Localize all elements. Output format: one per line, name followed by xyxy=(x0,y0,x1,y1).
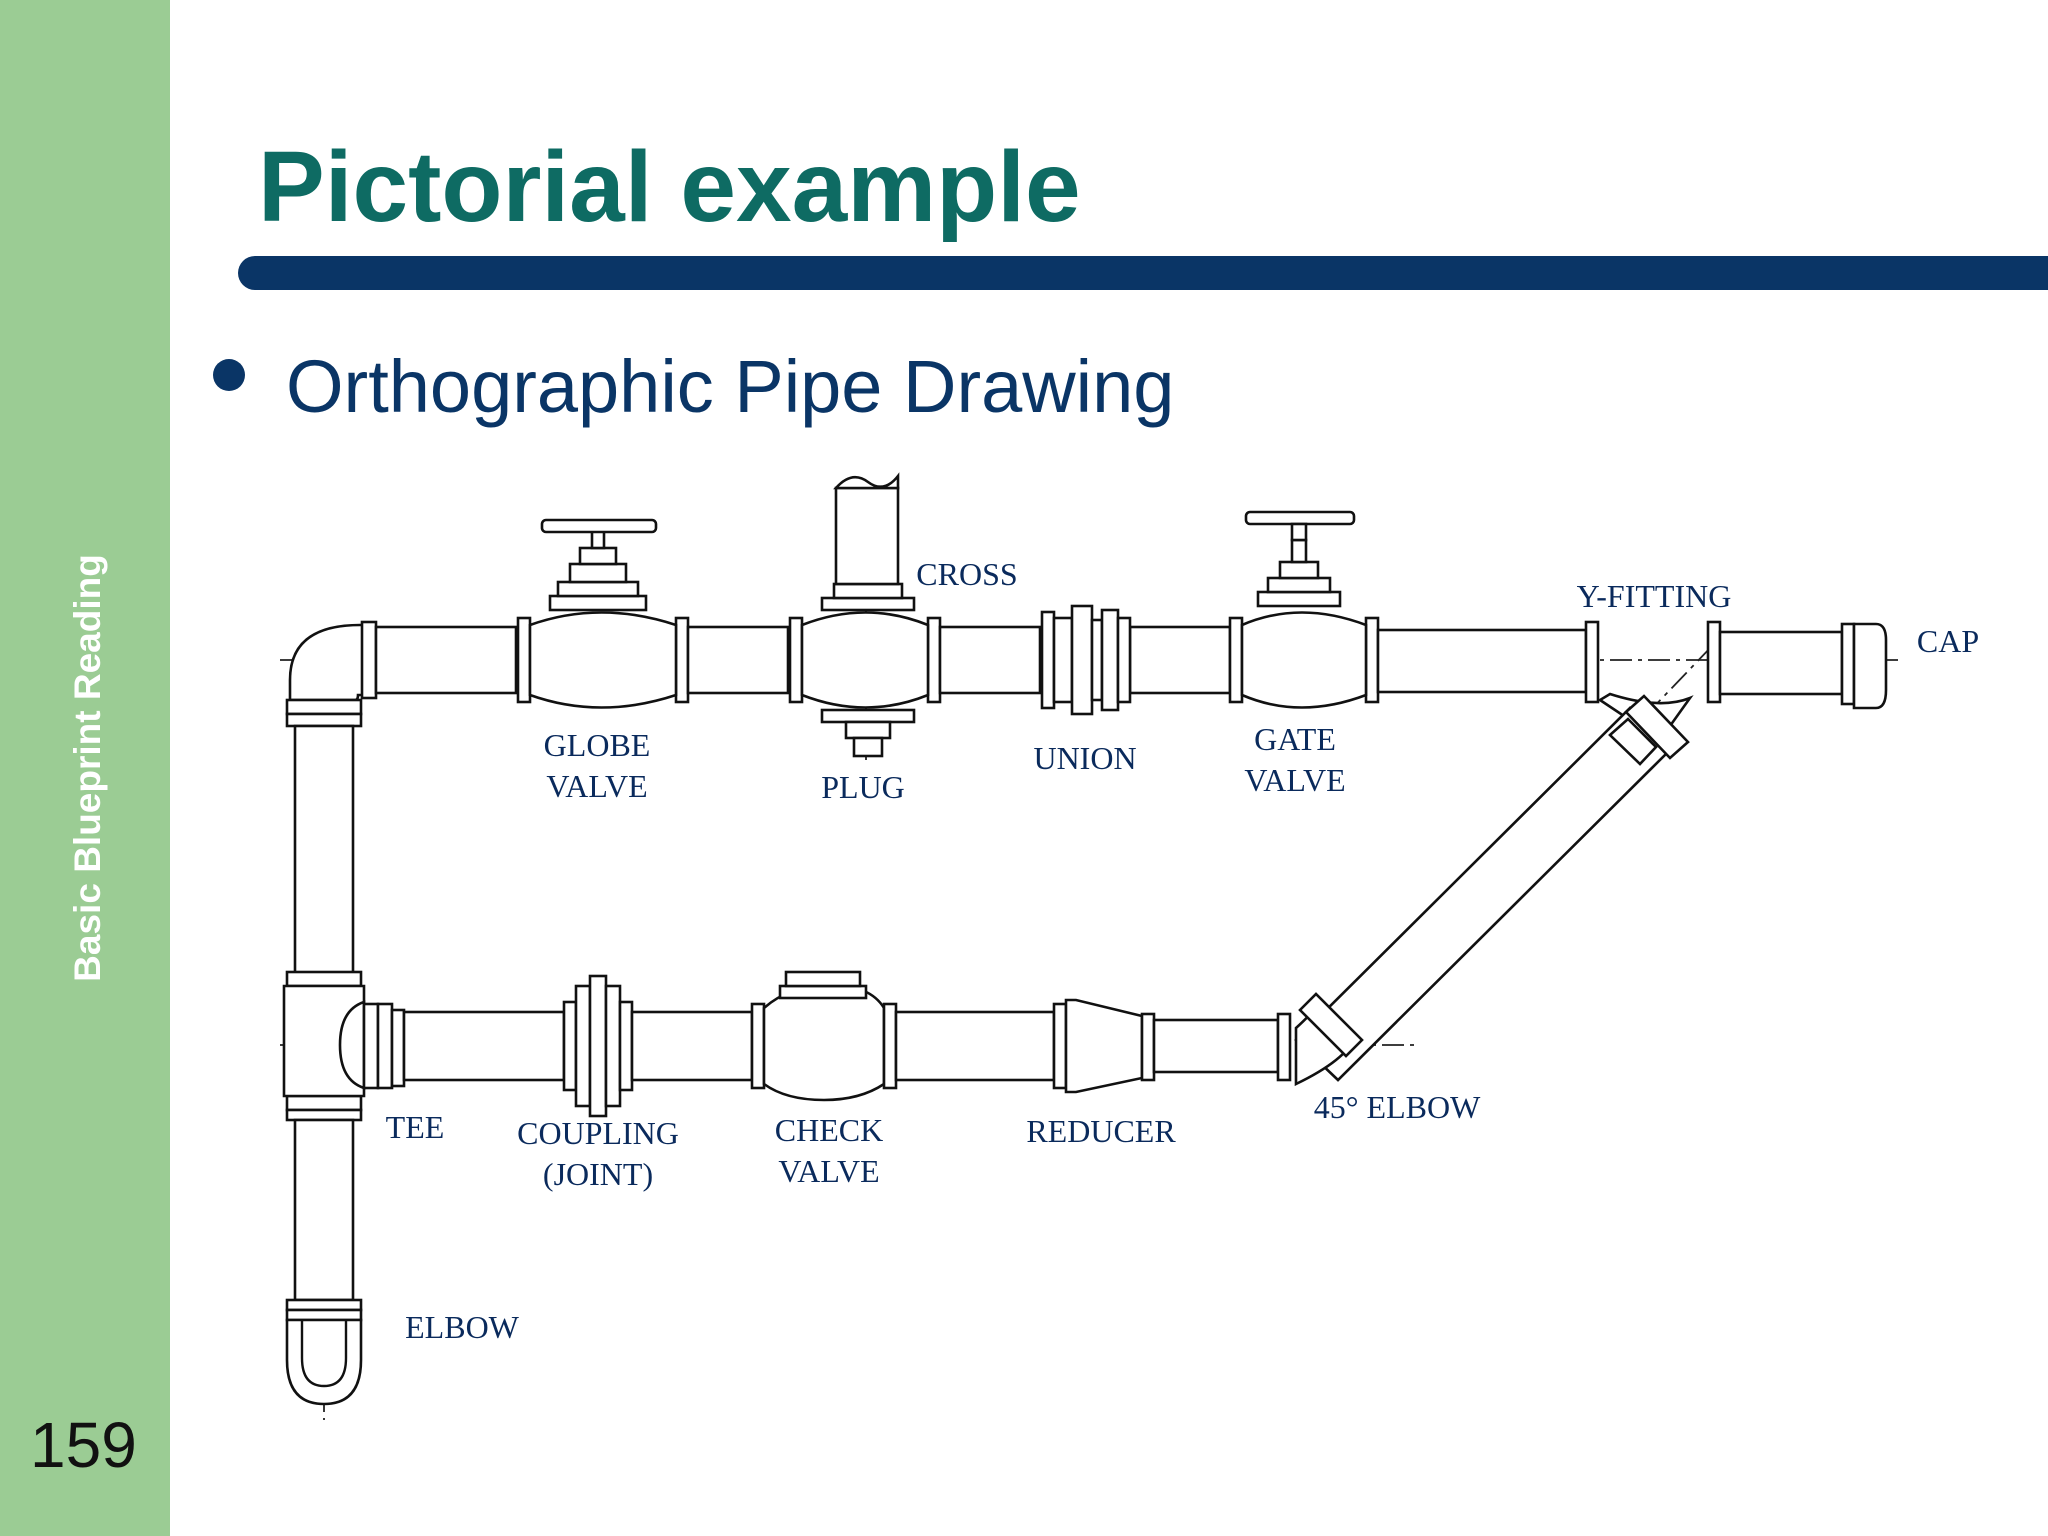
diagram-labels: CROSS GLOBE VALVE PLUG UNION GATE VALVE … xyxy=(386,556,1979,1345)
label-plug: PLUG xyxy=(821,769,905,805)
top-pipe-run xyxy=(285,610,1856,716)
elbow-upper-left xyxy=(288,623,367,702)
label-check-valve-1: CHECK xyxy=(775,1112,883,1148)
label-elbow: ELBOW xyxy=(405,1309,520,1345)
globe-valve xyxy=(528,518,678,709)
union-fitting xyxy=(1052,604,1132,716)
page-number: 159 xyxy=(30,1409,137,1481)
label-elbow-45: 45° ELBOW xyxy=(1314,1089,1481,1125)
label-check-valve-2: VALVE xyxy=(778,1153,879,1189)
vertical-pipe-run xyxy=(285,712,363,1322)
bottom-pipe-run xyxy=(390,970,1292,1118)
cross-fitting xyxy=(800,472,930,758)
slide-title: Pictorial example xyxy=(258,131,1081,243)
bullet-dot xyxy=(213,359,245,391)
bullet-text: Orthographic Pipe Drawing xyxy=(286,345,1175,428)
elbow-45 xyxy=(1294,992,1364,1087)
label-gate-valve-1: GATE xyxy=(1254,721,1336,757)
label-union: UNION xyxy=(1033,740,1136,776)
label-globe-valve-1: GLOBE xyxy=(544,727,651,763)
label-gate-valve-2: VALVE xyxy=(1244,762,1345,798)
label-tee: TEE xyxy=(386,1109,445,1145)
y-fitting-branch xyxy=(1294,692,1694,1082)
elbow-bottom xyxy=(285,1318,363,1406)
tee-fitting xyxy=(282,984,394,1098)
cap-fitting xyxy=(1852,622,1888,710)
sidebar: Basic Blueprint Reading 159 xyxy=(0,0,170,1536)
label-y-fitting: Y-FITTING xyxy=(1577,578,1732,614)
label-globe-valve-2: VALVE xyxy=(546,768,647,804)
label-reducer: REDUCER xyxy=(1026,1113,1176,1149)
label-cap: CAP xyxy=(1917,623,1979,659)
label-cross: CROSS xyxy=(916,556,1017,592)
label-coupling-2: (JOINT) xyxy=(543,1156,653,1192)
title-rule xyxy=(238,256,2048,290)
label-coupling-1: COUPLING xyxy=(517,1115,679,1151)
gate-valve xyxy=(1240,510,1368,709)
